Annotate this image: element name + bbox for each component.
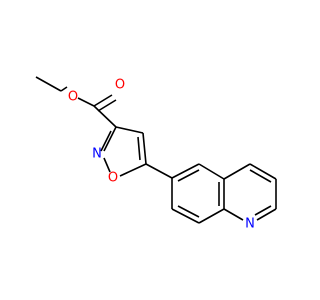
bond-q-c6-c5-inner [177, 169, 200, 182]
atom-quinoline-nitrogen: N [245, 217, 255, 232]
bond-carbonyl-double-b [97, 99, 117, 112]
bond-q-n1-c8a [223, 208, 244, 221]
bond-ethyl-ch2-o [60, 86, 68, 92]
bond-isoxazole-o-c5 [119, 163, 147, 177]
atom-labels: O O N O N [68, 78, 255, 232]
bond-q-c4-c3 [249, 163, 277, 180]
bond-carbonyl-c-isoxazole-c3 [93, 105, 117, 128]
bond-carbonyl-double-a [93, 94, 113, 107]
molecule-structure: O O N O N [35, 76, 277, 232]
bond-q-c8-c7-inner [177, 205, 200, 218]
bond-q-c4a-c4 [223, 163, 251, 180]
bond-q-c2-n1-inner [254, 205, 272, 216]
bond-ethyl-ch3-ch2 [35, 76, 62, 92]
bond-ether-o-carbonyl-c [77, 97, 95, 107]
atom-isoxazole-oxygen: O [108, 171, 118, 186]
bond-isoxazole-n-o [103, 157, 111, 173]
atom-ester-ether-oxygen: O [68, 90, 78, 105]
bond-isoxazole-c3-n [103, 126, 117, 152]
bond-q-c8-c7 [171, 208, 200, 224]
bond-isoxazole-quinoline [145, 163, 173, 179]
bond-q-c8a-c8 [198, 208, 225, 224]
bond-isoxazole-c5-c4-inner [137, 136, 141, 161]
bond-q-c6-c5 [171, 163, 200, 179]
bonds [35, 76, 277, 224]
bond-q-c4-c3-inner [249, 169, 272, 183]
bond-isoxazole-c5-c4 [142, 132, 147, 165]
bond-isoxazole-c4-c3 [115, 126, 144, 134]
atom-isoxazole-nitrogen: N [92, 147, 102, 162]
bond-q-c2-n1 [256, 208, 277, 221]
bond-isoxazole-c3-n-inner [100, 130, 112, 152]
atom-ester-carbonyl-oxygen: O [115, 78, 125, 93]
bond-q-c5-c4a [198, 163, 225, 180]
